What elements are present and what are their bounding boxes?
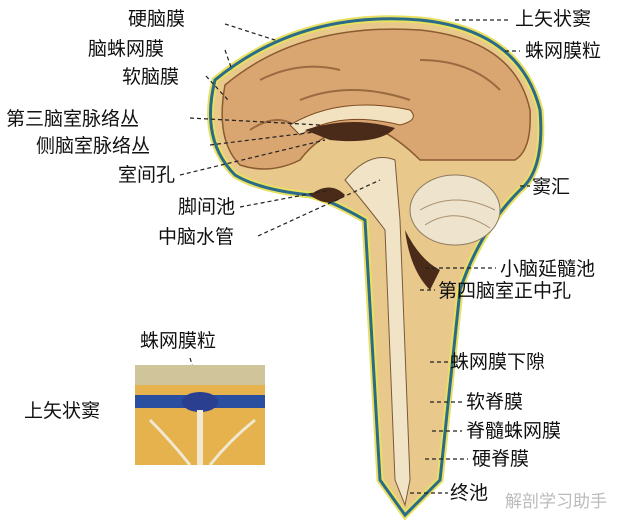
label-interventricular-foramen: 室间孔: [118, 164, 176, 186]
label-dura-mater: 硬脑膜: [128, 8, 186, 30]
label-median-aperture: 第四脑室正中孔: [438, 280, 572, 302]
label-pia-mater: 软脑膜: [122, 66, 180, 88]
label-spinal-pia: 软脊膜: [466, 391, 524, 413]
label-cerebellomedullary-cistern: 小脑延髓池: [500, 258, 596, 280]
label-third-ventricle-plexus: 第三脑室脉络丛: [6, 108, 140, 130]
label-lateral-ventricle-plexus: 侧脑室脉络丛: [36, 135, 151, 157]
watermark: 解剖学习助手: [505, 492, 607, 512]
label-arachnoid-granulations: 蛛网膜粒: [525, 40, 602, 62]
label-arachnoid: 脑蛛网膜: [88, 38, 165, 60]
label-spinal-dura: 硬脊膜: [472, 448, 530, 470]
inset-label-granulations: 蛛网膜粒: [140, 330, 217, 352]
label-subarachnoid-space: 蛛网膜下隙: [450, 351, 546, 373]
label-superior-sagittal-sinus: 上矢状窦: [515, 8, 592, 30]
label-interpeduncular-cistern: 脚间池: [178, 196, 236, 218]
label-confluence-of-sinuses: 窦汇: [532, 176, 571, 198]
label-cerebral-aqueduct: 中脑水管: [158, 226, 235, 248]
label-spinal-arachnoid: 脊髓蛛网膜: [466, 420, 562, 442]
label-terminal-cistern: 终池: [450, 482, 489, 504]
inset-label-sinus: 上矢状窦: [24, 400, 101, 422]
